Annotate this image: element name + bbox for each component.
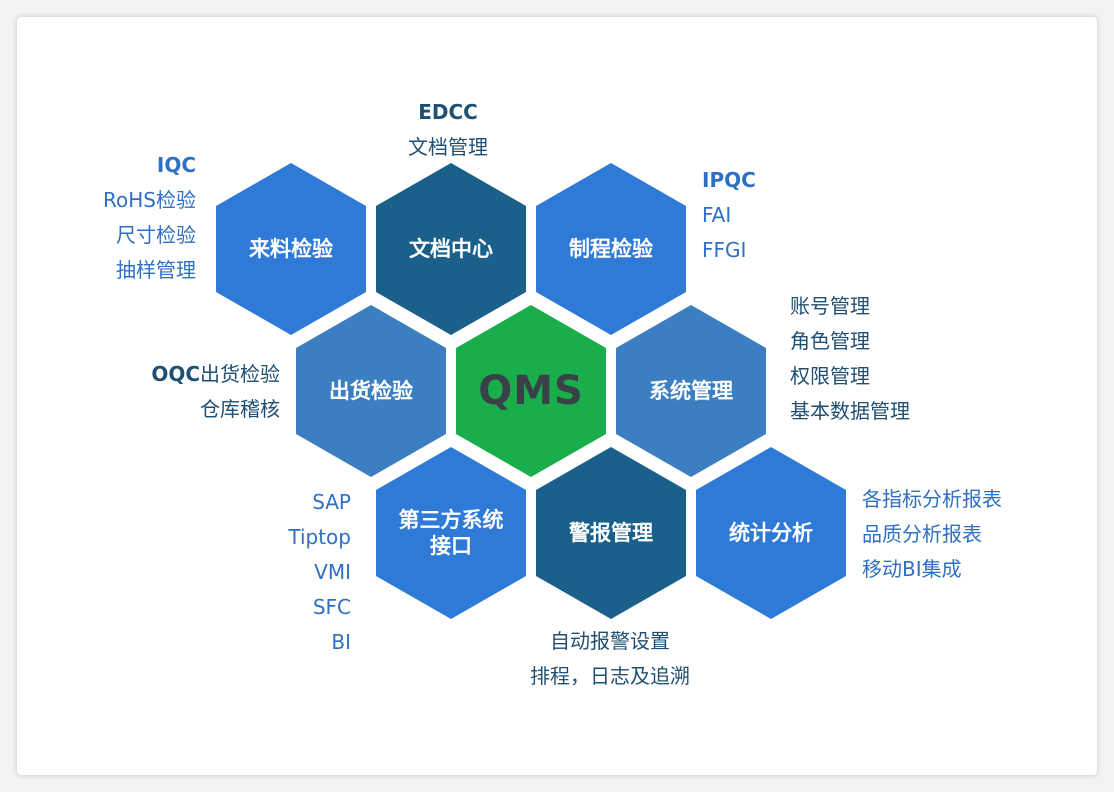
- annotation-third-party-item: BI: [331, 630, 351, 654]
- hex-statistical-analysis-label: 统计分析: [729, 521, 813, 545]
- annotation-oqc-line: OQC出货检验: [151, 357, 280, 392]
- annotation-oqc: OQC出货检验 仓库稽核: [151, 357, 280, 427]
- hex-document-center-label: 文档中心: [409, 237, 493, 261]
- hex-incoming-inspection-label: 来料检验: [249, 237, 333, 261]
- annotation-ipqc-item: FFGI: [702, 238, 747, 262]
- annotation-system-item: 角色管理: [790, 329, 870, 353]
- annotation-third-party-item: Tiptop: [288, 525, 351, 549]
- annotation-iqc-item: RoHS检验: [103, 188, 196, 212]
- annotation-system-item: 基本数据管理: [790, 399, 910, 423]
- hex-qms-center-label: QMS: [478, 368, 584, 414]
- annotation-third-party-item: SFC: [312, 595, 351, 619]
- annotation-statistics-item: 各指标分析报表: [862, 487, 1002, 511]
- annotation-system-item: 权限管理: [790, 364, 870, 388]
- annotation-statistics-item: 移动BI集成: [862, 557, 962, 581]
- annotation-statistics: 各指标分析报表 品质分析报表 移动BI集成: [862, 482, 1002, 587]
- annotation-alarm-item: 自动报警设置: [550, 629, 670, 653]
- annotation-system-item: 账号管理: [790, 294, 870, 318]
- annotation-oqc-head: OQC: [151, 362, 200, 386]
- hex-alarm-management-label: 警报管理: [569, 521, 653, 545]
- annotation-third-party-item: VMI: [314, 560, 351, 584]
- annotation-iqc-item: 尺寸检验: [116, 223, 196, 247]
- annotation-statistics-item: 品质分析报表: [862, 522, 982, 546]
- annotation-edcc: EDCC 文档管理: [388, 95, 508, 165]
- annotation-ipqc-item: FAI: [702, 203, 732, 227]
- annotation-edcc-item: 文档管理: [408, 135, 488, 159]
- annotation-system: 账号管理 角色管理 权限管理 基本数据管理: [790, 289, 910, 429]
- annotation-alarm-item: 排程，日志及追溯: [530, 664, 690, 688]
- hex-third-party-interface-label: 第三方系统 接口: [398, 508, 504, 558]
- annotation-iqc-head: IQC: [156, 153, 196, 177]
- hex-outgoing-inspection-label: 出货检验: [329, 379, 413, 403]
- annotation-iqc-item: 抽样管理: [116, 258, 196, 282]
- annotation-ipqc-head: IPQC: [702, 168, 756, 192]
- annotation-alarm: 自动报警设置 排程，日志及追溯: [510, 624, 710, 694]
- annotation-third-party-item: SAP: [312, 490, 351, 514]
- annotation-oqc-item: 仓库稽核: [200, 397, 280, 421]
- hex-system-management-label: 系统管理: [649, 379, 733, 403]
- annotation-third-party: SAP Tiptop VMI SFC BI: [288, 485, 351, 660]
- annotation-ipqc: IPQC FAI FFGI: [702, 163, 756, 268]
- annotation-iqc: IQC RoHS检验 尺寸检验 抽样管理: [103, 148, 196, 288]
- annotation-oqc-first: 出货检验: [200, 362, 280, 386]
- hex-process-inspection-label: 制程检验: [569, 237, 653, 261]
- annotation-edcc-head: EDCC: [418, 100, 478, 124]
